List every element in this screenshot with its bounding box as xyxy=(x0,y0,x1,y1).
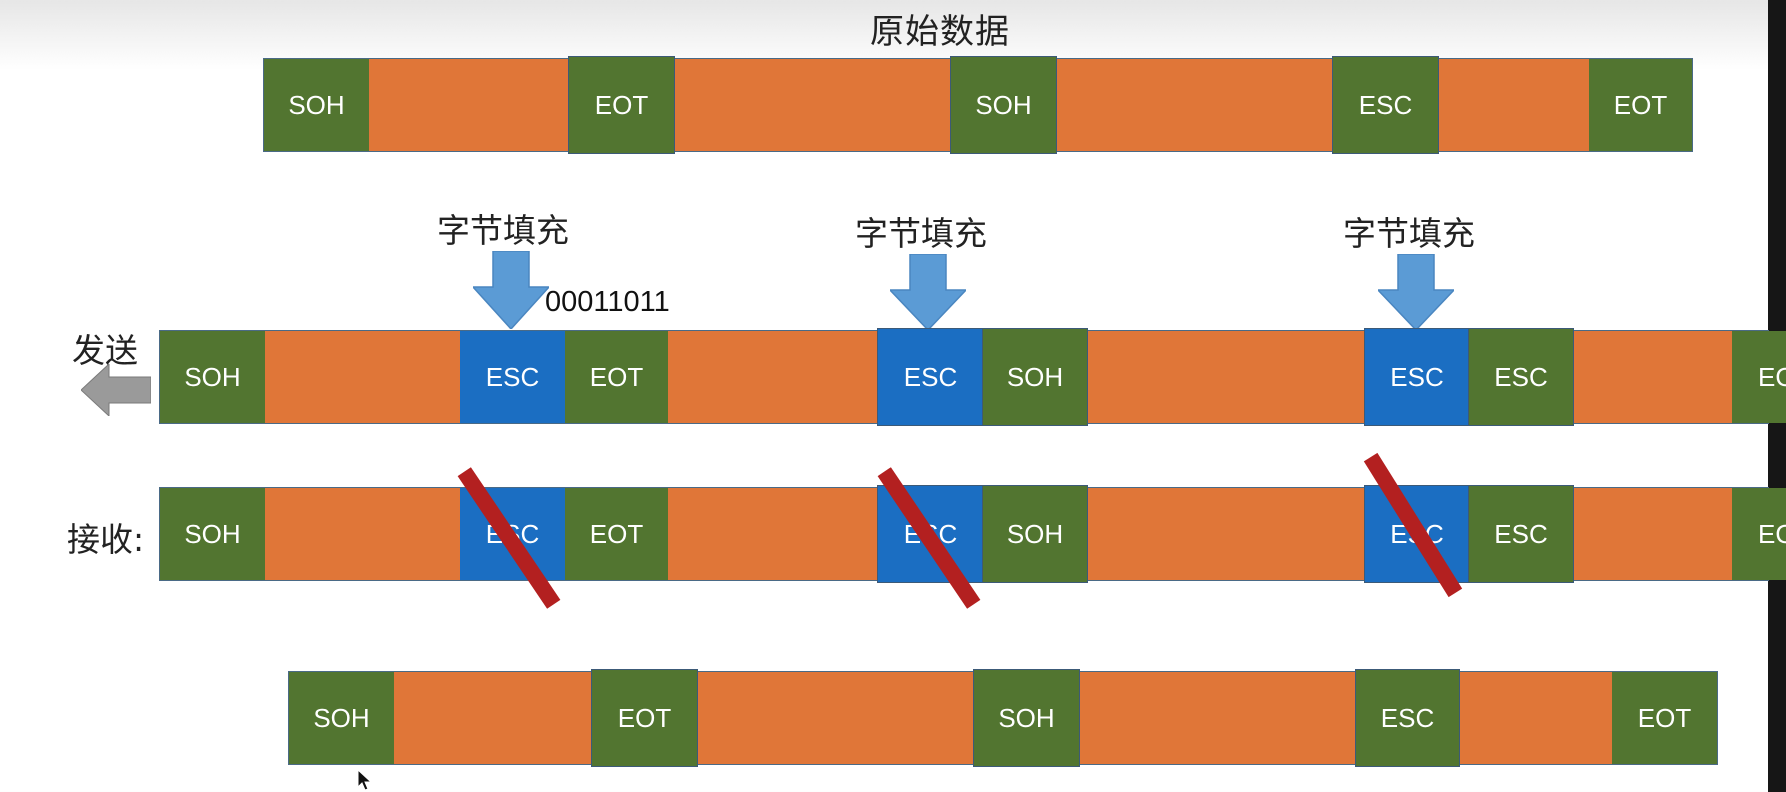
left-arrow-icon xyxy=(81,364,151,416)
esc-binary-code: 00011011 xyxy=(545,286,670,318)
received-soh-2: SOH xyxy=(982,485,1088,583)
mouse-cursor-icon xyxy=(357,769,373,791)
stuffing-label-2: 字节填充 xyxy=(855,214,987,253)
original-soh-2: SOH xyxy=(950,56,1057,154)
restored-soh-1: SOH xyxy=(289,672,394,764)
sent-eot-2-partial: EO xyxy=(1732,331,1786,423)
sent-eot: EOT xyxy=(565,331,668,423)
send-label: 发送 xyxy=(72,331,138,370)
restored-esc: ESC xyxy=(1355,669,1460,767)
stuffing-label-1: 字节填充 xyxy=(437,211,569,250)
restored-frame: SOH EOT SOH ESC EOT xyxy=(288,669,1718,767)
original-frame: SOH EOT SOH ESC EOT xyxy=(263,56,1693,154)
sent-inserted-esc-2: ESC xyxy=(877,328,984,426)
down-arrow-icon xyxy=(1378,254,1454,330)
diagram-title: 原始数据 xyxy=(870,12,1010,52)
restored-eot-1: EOT xyxy=(591,669,698,767)
received-soh-1: SOH xyxy=(160,488,265,580)
sent-inserted-esc-1: ESC xyxy=(460,331,565,423)
sent-frame: SOH ESC EOT ESC SOH ESC ESC EO xyxy=(159,328,1786,426)
received-frame: SOH ESC EOT ESC SOH ESC ESC EO xyxy=(159,485,1786,583)
down-arrow-icon xyxy=(890,254,966,330)
received-eot-2-partial: EO xyxy=(1732,488,1786,580)
down-arrow-icon xyxy=(473,251,549,329)
original-eot-1: EOT xyxy=(568,56,675,154)
sent-esc: ESC xyxy=(1468,328,1574,426)
original-eot-2: EOT xyxy=(1589,59,1692,151)
sent-soh-2: SOH xyxy=(982,328,1088,426)
stuffing-label-3: 字节填充 xyxy=(1343,214,1475,253)
received-esc: ESC xyxy=(1468,485,1574,583)
received-eot: EOT xyxy=(565,488,668,580)
receive-label: 接收: xyxy=(67,520,145,559)
sent-inserted-esc-3: ESC xyxy=(1364,328,1470,426)
original-soh-1: SOH xyxy=(264,59,369,151)
sent-soh-1: SOH xyxy=(160,331,265,423)
restored-soh-2: SOH xyxy=(973,669,1080,767)
restored-eot-2: EOT xyxy=(1612,672,1717,764)
original-esc: ESC xyxy=(1332,56,1439,154)
